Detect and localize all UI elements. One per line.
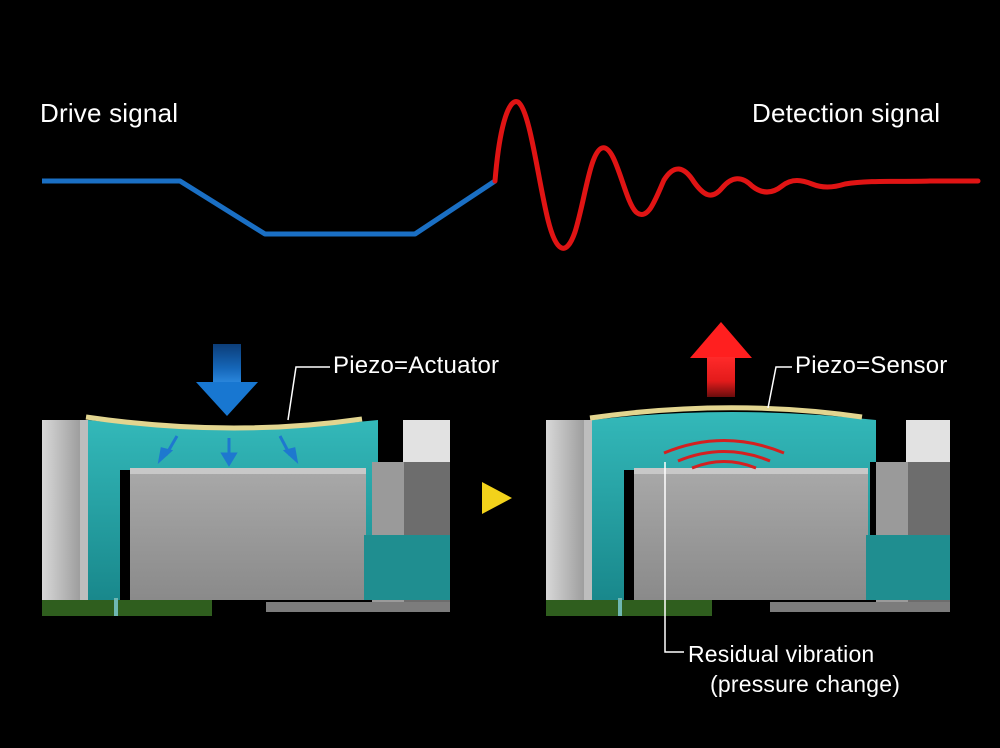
drive-signal-label: Drive signal bbox=[40, 98, 179, 128]
detection-signal-label: Detection signal bbox=[752, 98, 941, 128]
down-arrow-icon bbox=[196, 344, 258, 416]
piezo-actuator-label: Piezo=Actuator bbox=[333, 352, 500, 379]
piezo-sensor-label: Piezo=Sensor bbox=[795, 352, 948, 379]
drive-signal-wave bbox=[42, 178, 497, 237]
residual-leader-line bbox=[664, 462, 684, 653]
detection-signal-wave bbox=[492, 99, 981, 251]
up-arrow-icon bbox=[690, 322, 752, 397]
sensor-device bbox=[546, 405, 950, 616]
play-triangle-icon bbox=[482, 482, 512, 514]
pressure-change-label: (pressure change) bbox=[710, 671, 901, 697]
actuator-leader-line bbox=[287, 366, 330, 421]
actuator-device bbox=[42, 414, 450, 616]
sensor-leader-line bbox=[767, 366, 792, 409]
residual-vibration-label: Residual vibration bbox=[688, 641, 875, 667]
